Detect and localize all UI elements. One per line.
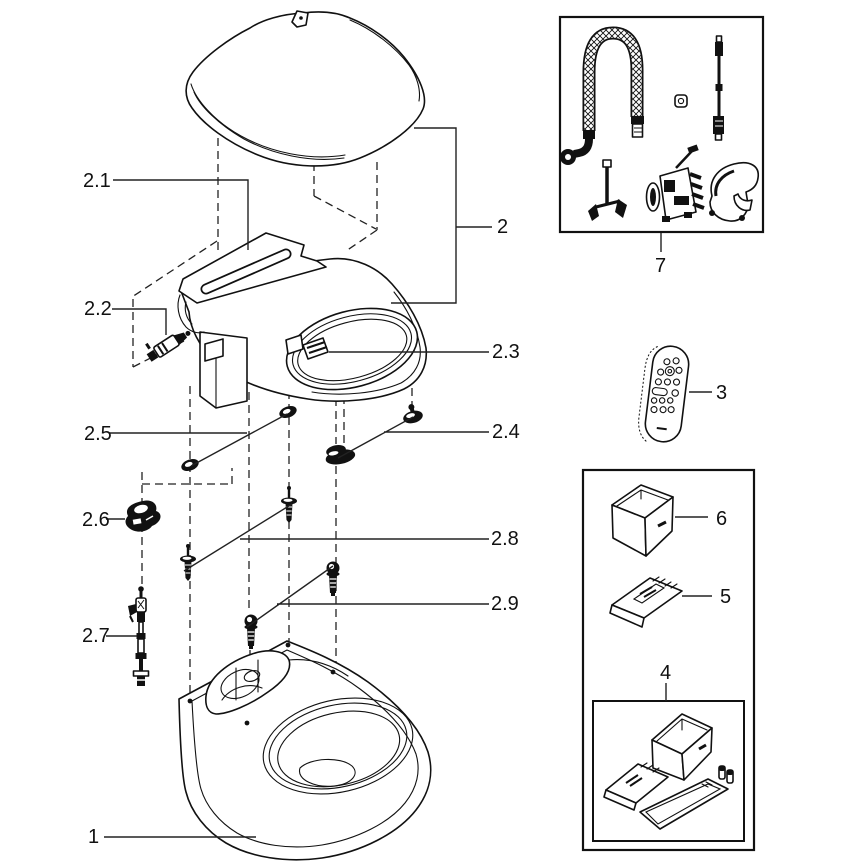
protective-mat (639, 778, 729, 830)
valve-assembly (645, 144, 705, 222)
remote-buttons (650, 357, 683, 414)
seat-lid (185, 10, 426, 167)
mounting-hole (285, 642, 291, 648)
seat-buffer-left-2-4 (325, 444, 356, 465)
callout-4: 4 (660, 662, 671, 684)
connection-cable (713, 35, 724, 141)
fixing-screw-2-8-a (180, 544, 196, 581)
hex-nut (674, 94, 688, 108)
container-6 (611, 484, 674, 557)
rubber-damper-lower-2-5 (181, 458, 199, 472)
sachet-5 (609, 576, 683, 628)
small-plugs (718, 765, 734, 784)
flush-mechanism (220, 659, 349, 701)
ceramic-bowl (178, 640, 432, 861)
corner-bracket-2-6 (125, 500, 161, 532)
sachet-in-4 (603, 762, 669, 811)
callout-2-1: 2.1 (83, 170, 111, 192)
callout-7: 7 (655, 255, 666, 277)
valve-rod-2-7 (128, 586, 150, 686)
callout-2-4: 2.4 (492, 421, 520, 443)
mounting-hole (244, 720, 250, 726)
callout-labels: 1 2 2.1 2.2 2.3 2.4 2.5 2.6 2.7 2.8 2.9 … (82, 170, 731, 848)
leader-lines (104, 127, 712, 838)
mounting-bracket (588, 159, 627, 221)
shower-seat-unit (177, 232, 428, 409)
accessory-box (581, 468, 756, 852)
saddle-clamp (709, 162, 759, 222)
service-set-box-4 (592, 700, 745, 842)
callout-1: 1 (88, 826, 99, 848)
callout-6: 6 (716, 508, 727, 530)
callout-2: 2 (497, 216, 508, 238)
callout-2-3: 2.3 (492, 341, 520, 363)
inlet-fitting-2-2 (145, 330, 191, 362)
spray-nozzle (285, 334, 329, 360)
projection-dashed-lines (131, 112, 413, 719)
wall-plug-2-9-b (326, 561, 340, 596)
wall-plug-2-9-a (244, 614, 258, 649)
bowl-cavity (262, 697, 414, 795)
mounting-hole (330, 669, 336, 675)
callout-3: 3 (716, 382, 727, 404)
fixing-screw-2-8-b (281, 486, 297, 523)
rubber-damper-upper-2-5 (279, 405, 297, 419)
callout-2-9: 2.9 (491, 593, 519, 615)
mounting-hole (187, 698, 193, 704)
remote-logo (656, 427, 667, 431)
remote-control (638, 345, 690, 443)
callout-2-5: 2.5 (84, 423, 112, 445)
braided-hose (560, 26, 644, 165)
callout-2-2: 2.2 (84, 298, 112, 320)
connection-kit-box-7 (558, 15, 765, 234)
callout-2-8: 2.8 (491, 528, 519, 550)
callout-2-6: 2.6 (82, 509, 110, 531)
callout-2-7: 2.7 (82, 625, 110, 647)
callout-5: 5 (720, 586, 731, 608)
container-in-4 (651, 713, 713, 781)
